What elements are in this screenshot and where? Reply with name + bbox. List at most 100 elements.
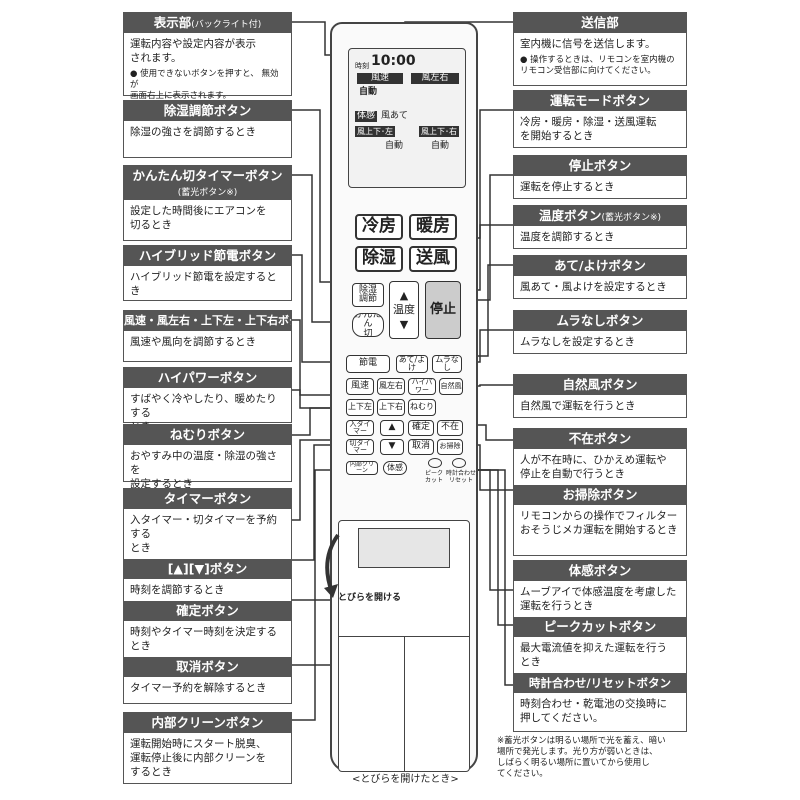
- filter-clean-button[interactable]: お掃除: [437, 439, 463, 455]
- card-body: 室内機に信号を送信します。: [520, 38, 656, 50]
- reset-button[interactable]: [452, 458, 466, 468]
- card-body: 運転開始時にスタート脱臭、 運転停止後に内部クリーンを するとき: [130, 738, 267, 778]
- lcd-auto3: 自動: [431, 141, 450, 151]
- card-muranashi: ムラなしボタン ムラなしを設定するとき: [513, 310, 687, 354]
- card-body-cancel: タイマー予約を解除するとき: [130, 682, 267, 694]
- card-title: 表示部(バックライト付): [124, 13, 291, 33]
- card-natural: 自然風ボタン 自然風で運転を行うとき: [513, 374, 687, 418]
- confirm-button[interactable]: 確定: [408, 420, 434, 436]
- muranashi-button[interactable]: ムラなし: [432, 355, 462, 373]
- door-tab: [358, 528, 450, 568]
- card-hipower: ハイパワーボタン すばやく冷やしたり、暖めたりする とき: [123, 367, 292, 433]
- fan-lr-button[interactable]: 風左右: [377, 378, 405, 395]
- lcd-time-label: 時刻: [355, 62, 369, 70]
- card-note: ● 使用できないボタンを押すと、 無効 が 画面右上に表示されます。: [130, 69, 279, 101]
- updown-right-button[interactable]: 上下右: [377, 399, 405, 416]
- mode-heat-button[interactable]: 暖房: [409, 214, 457, 240]
- dehum-adjust-button[interactable]: 除湿 調節: [352, 283, 384, 307]
- hipower-button[interactable]: ハイパワー: [408, 378, 436, 395]
- card-body: 風あて・風よけを設定するとき: [520, 281, 667, 293]
- card-title: 体感ボタン: [514, 561, 686, 581]
- card-body-updown: 時刻を調節するとき: [130, 584, 225, 596]
- card-absent: 不在ボタン 人が不在時に、ひかえめ運転や 停止を自動で行うとき お掃除ボタン リ…: [513, 428, 687, 556]
- card-title-reset: 時計合わせ/リセットボタン: [514, 673, 686, 693]
- down-arrow-icon: ▼: [388, 441, 396, 452]
- absent-button[interactable]: 不在: [437, 420, 463, 436]
- door-open-arrow-icon: [324, 533, 340, 598]
- lcd-lower-right: 風上下･右: [419, 126, 459, 137]
- down-button[interactable]: ▼: [380, 439, 404, 455]
- card-timer: タイマーボタン 入タイマー・切タイマーを予約する とき [▲][▼]ボタン 時刻…: [123, 488, 292, 704]
- lcd-display: 時刻 10:00 風速 風左右 自動 体感 風あて 風上下･左 風上下･右 自動…: [348, 48, 466, 188]
- card-ateyoke: あて/よけボタン 風あて・風よけを設定するとき: [513, 255, 687, 299]
- lcd-auto2: 自動: [385, 141, 404, 151]
- card-body-filter: リモコンからの操作でフィルター おそうじメカ運転を開始するとき: [520, 510, 678, 536]
- card-title: 不在ボタン: [514, 429, 686, 449]
- card-title: 内部クリーンボタン: [124, 713, 291, 733]
- stop-button[interactable]: 停止: [425, 281, 461, 339]
- card-feel: 体感ボタン ムーブアイで体感温度を考慮した 運転を行うとき ピークカットボタン …: [513, 560, 687, 732]
- sleep-button[interactable]: ねむり: [408, 399, 436, 416]
- card-title: ねむりボタン: [124, 425, 291, 445]
- lcd-auto: 自動: [359, 87, 378, 97]
- card-display: 表示部(バックライト付) 運転内容や設定内容が表示 されます。 ● 使用できない…: [123, 12, 292, 101]
- card-title: 風速・風左右・上下左・上下右ボタン: [124, 311, 291, 331]
- internal-clean-button[interactable]: 内部クリーン: [346, 461, 378, 475]
- card-title: 運転モードボタン: [514, 91, 686, 111]
- card-sleep: ねむりボタン おやすみ中の温度・除湿の強さを 設定するとき: [123, 424, 292, 490]
- card-send: 送信部 室内機に信号を送信します。 ● 操作するときは、リモコンを室内機の リモ…: [513, 12, 687, 86]
- card-title: あて/よけボタン: [514, 256, 686, 276]
- card-clean: 内部クリーンボタン 運転開始時にスタート脱臭、 運転停止後に内部クリーンを する…: [123, 712, 292, 784]
- mode-cool-button[interactable]: 冷房: [355, 214, 403, 240]
- easy-off-button[interactable]: かんたん 切: [352, 313, 384, 337]
- on-timer-button[interactable]: 入タイマー: [346, 420, 374, 436]
- taikan-button[interactable]: 体感: [383, 461, 407, 475]
- lcd-fan-lr: 風左右: [411, 73, 459, 84]
- temp-down-icon: ▼: [399, 317, 409, 331]
- card-body: 運転内容や設定内容が表示 されます。: [130, 38, 256, 64]
- card-temp: 温度ボタン(蓄光ボタン※) 温度を調節するとき: [513, 205, 687, 249]
- card-title: かんたん切タイマーボタン(蓄光ボタン※): [124, 166, 291, 200]
- card-title-updown: [▲][▼]ボタン: [124, 559, 291, 579]
- lcd-time: 10:00: [371, 53, 416, 69]
- updown-left-button[interactable]: 上下左: [346, 399, 374, 416]
- card-body: 除湿の強さを調節するとき: [130, 126, 256, 138]
- up-arrow-icon: ▲: [388, 422, 396, 433]
- peak-cut-label: ピーク カット: [424, 470, 443, 484]
- ateyoke-button[interactable]: あて/よけ: [396, 355, 428, 373]
- card-body: おやすみ中の温度・除湿の強さを 設定するとき: [130, 450, 277, 490]
- hybrid-setsuden-button[interactable]: 節電: [346, 355, 390, 373]
- card-title: 温度ボタン(蓄光ボタン※): [514, 206, 686, 226]
- cancel-button[interactable]: 取消: [408, 439, 434, 455]
- card-body: 自然風で運転を行うとき: [520, 400, 636, 412]
- card-body: 冷房・暖房・除湿・送風運転 を開始するとき: [520, 116, 657, 142]
- card-body: 風速や風向を調節するとき: [130, 336, 256, 348]
- card-title: 送信部: [514, 13, 686, 33]
- card-title-peak: ピークカットボタン: [514, 617, 686, 637]
- card-dehum: 除湿調節ボタン 除湿の強さを調節するとき: [123, 100, 292, 158]
- mode-fan-button[interactable]: 送風: [409, 246, 457, 272]
- lcd-lower-left: 風上下･左: [355, 126, 395, 137]
- card-mode: 運転モードボタン 冷房・暖房・除湿・送風運転 を開始するとき: [513, 90, 687, 148]
- off-timer-button[interactable]: 切タイマー: [346, 439, 374, 455]
- door-open-label: とびらを開ける: [338, 593, 402, 603]
- peak-cut-button[interactable]: [428, 458, 442, 468]
- door-center-line: [404, 636, 405, 772]
- temp-button[interactable]: ▲ 温度 ▼: [389, 281, 419, 339]
- lcd-fan-speed: 風速: [357, 73, 403, 84]
- card-body: ムラなしを設定するとき: [520, 336, 635, 348]
- up-button[interactable]: ▲: [380, 420, 404, 436]
- temp-label: 温度: [393, 303, 415, 317]
- card-hybrid: ハイブリッド節電ボタン ハイブリッド節電を設定するとき: [123, 245, 292, 301]
- card-title-filter: お掃除ボタン: [514, 485, 686, 505]
- card-title: タイマーボタン: [124, 489, 291, 509]
- card-title: ハイブリッド節電ボタン: [124, 246, 291, 266]
- card-title-confirm: 確定ボタン: [124, 601, 291, 621]
- mode-dry-button[interactable]: 除湿: [355, 246, 403, 272]
- card-body: ムーブアイで体感温度を考慮した 運転を行うとき: [520, 586, 677, 612]
- natural-wind-button[interactable]: 自然風: [439, 378, 463, 395]
- temp-up-icon: ▲: [399, 288, 409, 302]
- fan-speed-button[interactable]: 風速: [346, 378, 374, 395]
- card-body: 人が不在時に、ひかえめ運転や 停止を自動で行うとき: [520, 454, 667, 480]
- card-title: 停止ボタン: [514, 156, 686, 176]
